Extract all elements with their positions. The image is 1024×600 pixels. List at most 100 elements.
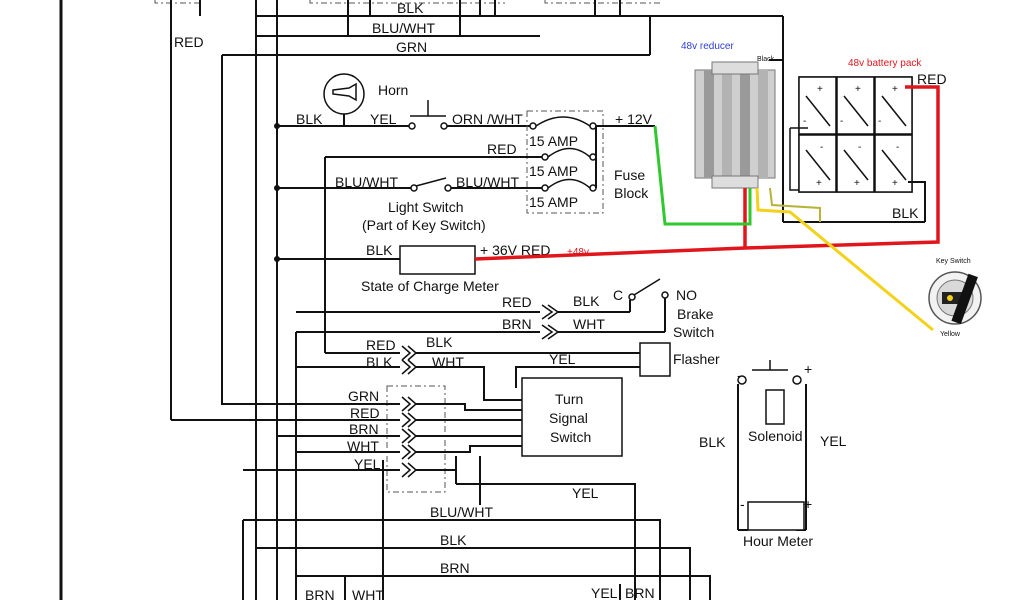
wire-label-yel-turn: YEL <box>354 456 381 472</box>
wire-label-yel-horn: YEL <box>370 111 397 127</box>
wire-label-blk-bottom: BLK <box>440 532 467 548</box>
wire-label-wht-bl: WHT <box>352 587 384 600</box>
charge-meter-label: State of Charge Meter <box>361 278 499 294</box>
svg-text:-: - <box>840 116 843 127</box>
solenoid-label: Solenoid <box>748 428 803 444</box>
svg-text:-: - <box>896 142 899 153</box>
wire-label-blu-wht-top: BLU/WHT <box>372 20 435 36</box>
hour-meter-plus: + <box>804 496 812 512</box>
wire-label-brn-bottom: BRN <box>440 560 470 576</box>
wire-label-red-turn: RED <box>350 405 380 421</box>
wire-label-blu-wht-light-left: BLU/WHT <box>335 174 398 190</box>
turn-signal-box <box>521 377 623 457</box>
wire-blk-bottom <box>256 547 691 600</box>
turn-wire-brn <box>277 428 522 444</box>
hour-meter-minus: - <box>740 496 745 512</box>
wire-yellow-key <box>755 187 934 332</box>
wire-label-brn-bl: BRN <box>305 587 335 600</box>
wire-label-red-brake: RED <box>502 294 532 310</box>
brake-c-label: C <box>613 287 623 303</box>
wire-label-blk-flasher-r: BLK <box>426 334 453 350</box>
wire-label-wht-flasher: WHT <box>432 354 464 370</box>
brake-no-label: NO <box>676 287 697 303</box>
light-switch-symbol <box>410 177 452 192</box>
horn-button-switch <box>408 100 448 130</box>
light-switch-label: Light Switch <box>388 199 463 215</box>
turn-label-3: Switch <box>550 429 591 445</box>
key-yellow-label: Yellow <box>940 331 961 338</box>
wire-brn-bottom <box>296 575 711 600</box>
wire-label-grn-turn: GRN <box>348 388 379 404</box>
svg-text:+: + <box>816 178 822 189</box>
wire-green-12v <box>653 125 752 226</box>
wire-label-yel-flasher: YEL <box>549 351 576 367</box>
wire-label-brn-turn: BRN <box>349 421 379 437</box>
svg-text:-: - <box>803 116 806 127</box>
wire-blu-wht-bottom <box>243 519 661 600</box>
wire-label-red-flasher: RED <box>366 337 396 353</box>
wire-label-blk-solenoid: BLK <box>699 434 726 450</box>
battery-label: 48v battery pack <box>848 58 922 69</box>
reducer-module <box>694 59 783 189</box>
turn-wire-grn <box>222 396 522 412</box>
wire-label-yel-bottom: YEL <box>572 485 599 501</box>
svg-text:-: - <box>878 116 881 127</box>
svg-text:-: - <box>858 142 861 153</box>
reducer-label: 48v reducer <box>681 41 734 52</box>
wire-label-yel-solenoid: YEL <box>820 433 847 449</box>
wire-label-blu-wht-light-right: BLU/WHT <box>456 174 519 190</box>
wire-label-plus-12v: + 12V <box>615 111 653 127</box>
fuse-label-a: 15 AMP <box>529 133 578 149</box>
key-switch-icon <box>928 271 982 325</box>
wire-label-blk-horn: BLK <box>296 111 323 127</box>
fuse-15a-mid <box>541 147 597 161</box>
wire-label-blk-flasher-l: BLK <box>366 354 393 370</box>
wire-label-red-fuse: RED <box>487 141 517 157</box>
hour-meter-label: Hour Meter <box>743 533 813 549</box>
solenoid-minus: - <box>737 367 742 383</box>
wire-label-brn-brake: BRN <box>502 316 532 332</box>
turn-label-1: Turn <box>555 391 583 407</box>
wire-label-yel-br: YEL <box>591 585 618 600</box>
top-wires <box>199 0 925 223</box>
fuse-label-c: 15 AMP <box>529 194 578 210</box>
wire-label-brn-br: BRN <box>625 585 655 600</box>
turn-wire-red <box>171 412 522 428</box>
wire-label-wht-turn: WHT <box>347 438 379 454</box>
horn-label: Horn <box>378 82 408 98</box>
flasher-label: Flasher <box>673 351 720 367</box>
brake-label-2: Switch <box>673 324 714 340</box>
wire-label-red-left: RED <box>174 34 204 50</box>
svg-text:-: - <box>820 142 823 153</box>
horn-symbol <box>323 73 365 126</box>
wire-label-blu-wht-bottom: BLU/WHT <box>430 504 493 520</box>
battery-negative-wire <box>908 181 926 222</box>
wire-label-orn-wht: ORN /WHT <box>452 111 523 127</box>
reducer-black-label: Black <box>757 56 775 63</box>
turn-label-2: Signal <box>549 410 588 426</box>
fuse-15a-bottom <box>541 178 597 192</box>
turn-connector-outline <box>386 385 446 493</box>
fuse-block-label-1: Fuse <box>614 167 645 183</box>
battery-pack <box>789 76 913 193</box>
svg-text:+: + <box>855 84 861 95</box>
battery-red-label: RED <box>917 71 947 87</box>
solenoid-assembly <box>737 360 807 531</box>
key-switch-label: Key Switch <box>936 258 971 265</box>
top-connectors <box>154 0 661 4</box>
battery-blk-label: BLK <box>892 205 919 221</box>
wire-label-plus-36v: + 36V RED <box>480 242 550 258</box>
wire-red-48v <box>474 85 940 261</box>
solenoid-plus: + <box>804 361 812 377</box>
wire-label-plus-48v: +48v <box>567 247 589 258</box>
turn-wire-wht <box>296 444 522 460</box>
flasher-box <box>639 342 671 377</box>
wire-label-wht-brake: WHT <box>573 316 605 332</box>
fuse-15a-top <box>529 116 597 130</box>
fuse-block-outline <box>526 110 604 214</box>
charge-meter-box <box>399 245 476 275</box>
turn-wire-yel <box>243 462 456 478</box>
fuse-block-label-2: Block <box>614 185 649 201</box>
svg-text:+: + <box>854 178 860 189</box>
vertical-bus <box>170 0 326 600</box>
